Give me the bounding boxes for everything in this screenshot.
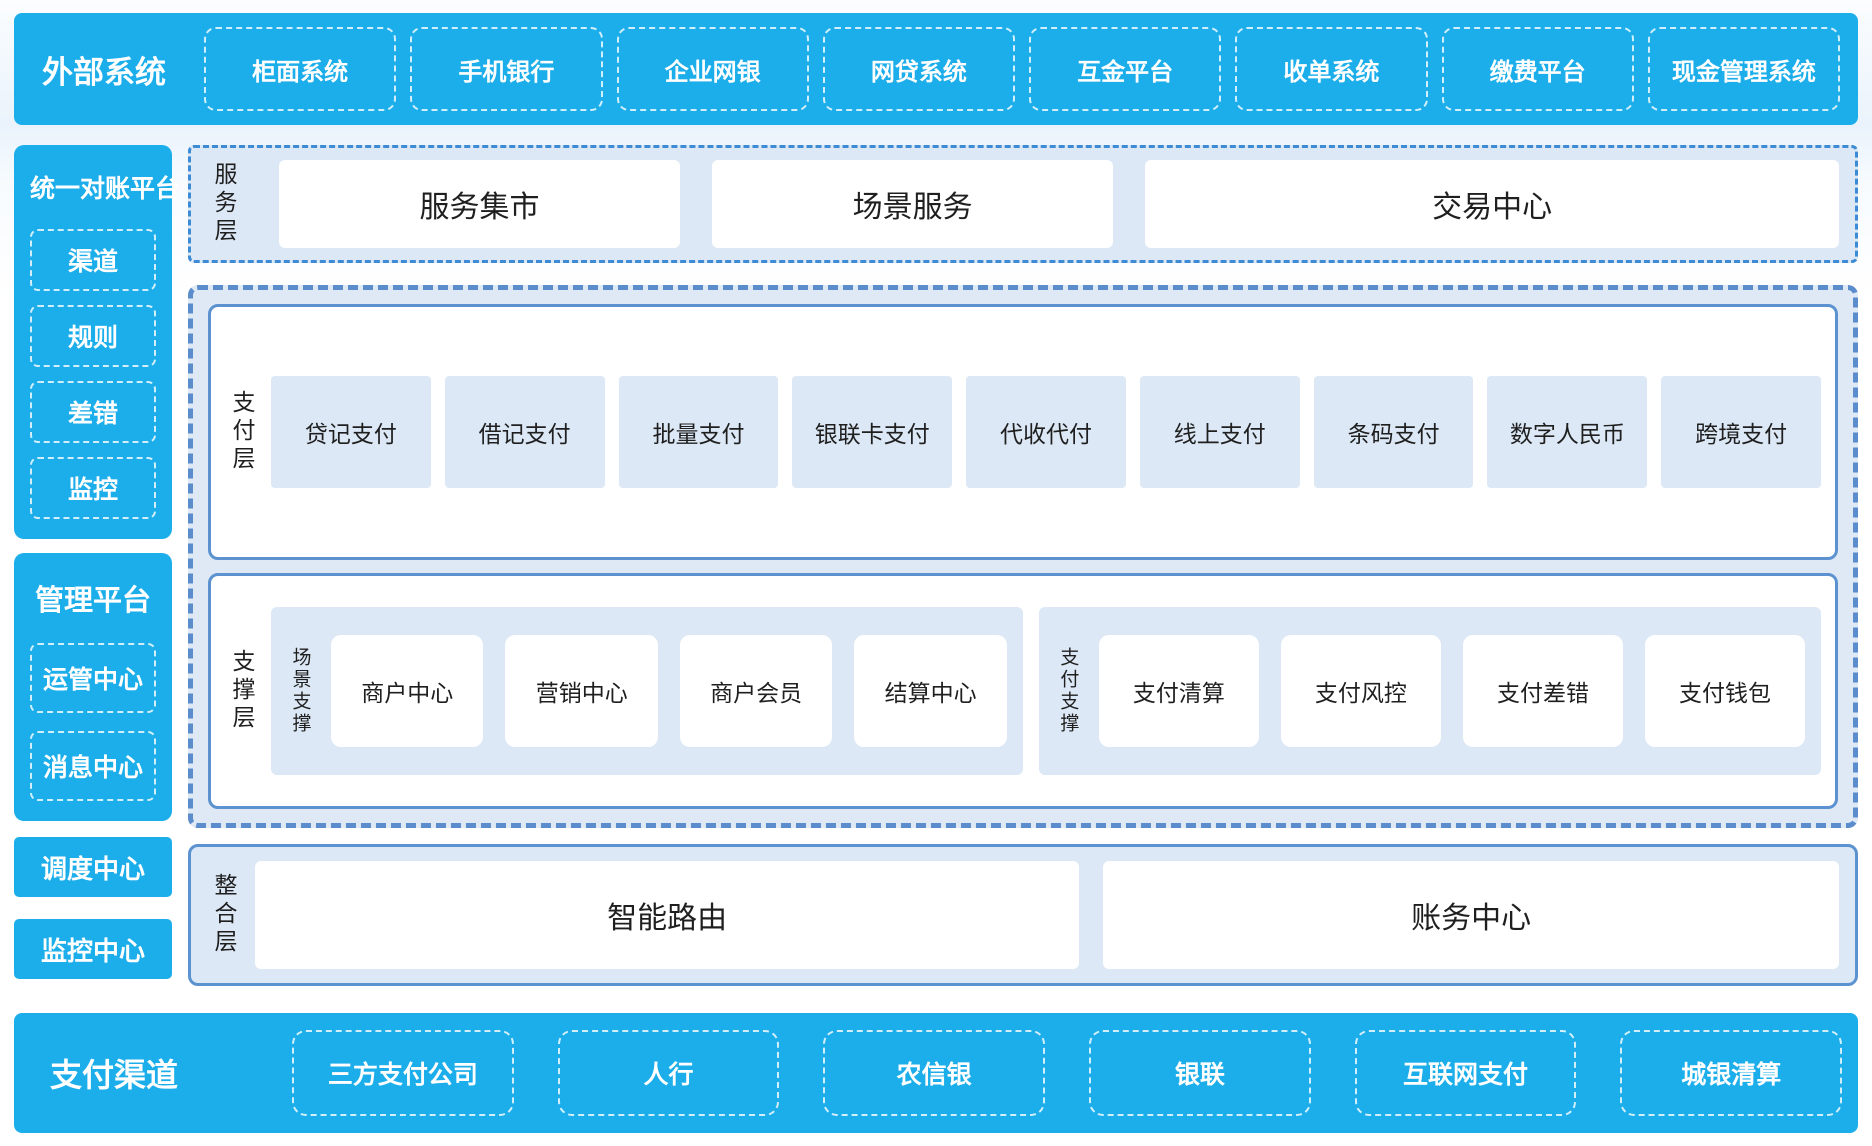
payment-layer-item: 线上支付: [1139, 376, 1300, 488]
payment-layer-item: 贷记支付: [271, 376, 431, 488]
integration-layer: 整合层 智能路由 账务中心: [188, 844, 1858, 986]
reconciliation-item: 监控: [30, 457, 156, 519]
scene-support-item: 结算中心: [854, 635, 1007, 747]
external-system-item: 现金管理系统: [1647, 27, 1840, 111]
service-layer-item: 场景服务: [712, 160, 1114, 248]
payment-layer-item: 批量支付: [618, 376, 779, 488]
management-platform-panel: 管理平台 运管中心 消息中心: [14, 553, 172, 821]
support-layer: 支撑层 场景支撑 商户中心 营销中心 商户会员 结算中心: [208, 573, 1838, 809]
reconciliation-platform-panel: 统一对账平台 渠道 规则 差错 监控: [14, 145, 181, 539]
scene-support-item: 营销中心: [505, 635, 658, 747]
external-systems-bar: 外部系统 柜面系统 手机银行 企业网银 网贷系统 互金平台 收单系统 缴费平台 …: [14, 13, 1858, 125]
payment-support-item: 支付差错: [1462, 635, 1623, 747]
payment-channels-items: 三方支付公司 人行 农信银 银联 互联网支付 城银清算: [292, 1030, 1843, 1116]
payment-layer-item: 借记支付: [444, 376, 605, 488]
external-system-item: 柜面系统: [204, 27, 397, 111]
management-item: 运管中心: [30, 643, 156, 713]
payment-channel-item: 城银清算: [1620, 1030, 1843, 1116]
reconciliation-item: 渠道: [30, 229, 156, 291]
external-system-item: 互金平台: [1029, 27, 1222, 111]
scene-support-item: 商户中心: [331, 635, 484, 747]
payment-support-item: 支付钱包: [1644, 635, 1805, 747]
payment-layer-item: 银联卡支付: [792, 376, 953, 488]
support-layer-groups: 场景支撑 商户中心 营销中心 商户会员 结算中心 支付支撑 支付清算: [271, 607, 1821, 775]
external-system-item: 企业网银: [616, 27, 809, 111]
middle-section: 统一对账平台 渠道 规则 差错 监控 管理平台 运管中心 消息中心 调度中心 监…: [14, 145, 1858, 987]
main-layers: 服务层 服务集市 场景服务 交易中心 支付层 贷记支付 借记支付 批量支付 银联…: [188, 145, 1858, 987]
payment-channels-bar: 支付渠道 三方支付公司 人行 农信银 银联 互联网支付 城银清算: [14, 1013, 1858, 1133]
integration-layer-item: 账务中心: [1103, 861, 1839, 969]
payment-layer: 支付层 贷记支付 借记支付 批量支付 银联卡支付 代收代付 线上支付 条码支付 …: [208, 304, 1838, 560]
payment-layer-item: 代收代付: [966, 376, 1126, 488]
reconciliation-item: 差错: [30, 381, 156, 443]
payment-support-items: 支付清算 支付风控 支付差错 支付钱包: [1098, 635, 1805, 747]
integration-layer-label: 整合层: [211, 873, 237, 957]
service-layer-label: 服务层: [211, 162, 237, 246]
external-system-item: 网贷系统: [822, 27, 1015, 111]
scene-support-label: 场景支撑: [289, 647, 311, 735]
payment-channels-title: 支付渠道: [50, 1057, 179, 1093]
dispatch-center-box: 调度中心: [14, 837, 172, 897]
core-layers-group: 支付层 贷记支付 借记支付 批量支付 银联卡支付 代收代付 线上支付 条码支付 …: [188, 285, 1858, 828]
payment-support-item: 支付清算: [1098, 635, 1259, 747]
external-system-item: 手机银行: [410, 27, 603, 111]
scene-support-group: 场景支撑 商户中心 营销中心 商户会员 结算中心: [271, 607, 1023, 775]
integration-layer-items: 智能路由 账务中心: [255, 861, 1839, 969]
scene-support-item: 商户会员: [679, 635, 833, 747]
payment-channel-item: 银联: [1089, 1030, 1311, 1116]
payment-channel-item: 三方支付公司: [292, 1030, 514, 1116]
service-layer-item: 服务集市: [279, 160, 681, 248]
payment-support-label: 支付支撑: [1057, 647, 1079, 735]
sidebar: 统一对账平台 渠道 规则 差错 监控 管理平台 运管中心 消息中心 调度中心 监…: [14, 145, 181, 987]
reconciliation-platform-title: 统一对账平台: [30, 175, 181, 203]
payment-channel-item: 人行: [557, 1030, 780, 1116]
management-platform-title: 管理平台: [34, 585, 151, 617]
external-system-item: 缴费平台: [1441, 27, 1634, 111]
payment-support-item: 支付风控: [1280, 635, 1441, 747]
service-layer: 服务层 服务集市 场景服务 交易中心: [188, 145, 1858, 263]
management-item: 消息中心: [30, 731, 156, 801]
payment-layer-item: 数字人民币: [1487, 376, 1648, 488]
monitor-center-box: 监控中心: [14, 919, 172, 979]
external-systems-title: 外部系统: [42, 54, 166, 90]
payment-layer-label: 支付层: [229, 390, 255, 474]
payment-support-group: 支付支撑 支付清算 支付风控 支付差错 支付钱包: [1038, 607, 1821, 775]
payment-layer-items: 贷记支付 借记支付 批量支付 银联卡支付 代收代付 线上支付 条码支付 数字人民…: [271, 376, 1822, 488]
payment-layer-item: 跨境支付: [1661, 376, 1822, 488]
integration-layer-item: 智能路由: [255, 861, 1080, 969]
payment-channel-item: 互联网支付: [1354, 1030, 1577, 1116]
payment-channel-item: 农信银: [823, 1030, 1046, 1116]
reconciliation-item: 规则: [30, 305, 156, 367]
service-layer-item: 交易中心: [1145, 160, 1840, 248]
support-layer-label: 支撑层: [229, 649, 255, 733]
external-system-item: 收单系统: [1235, 27, 1428, 111]
payment-layer-item: 条码支付: [1313, 376, 1474, 488]
scene-support-items: 商户中心 营销中心 商户会员 结算中心: [331, 635, 1007, 747]
external-systems-items: 柜面系统 手机银行 企业网银 网贷系统 互金平台 收单系统 缴费平台 现金管理系…: [204, 27, 1840, 111]
